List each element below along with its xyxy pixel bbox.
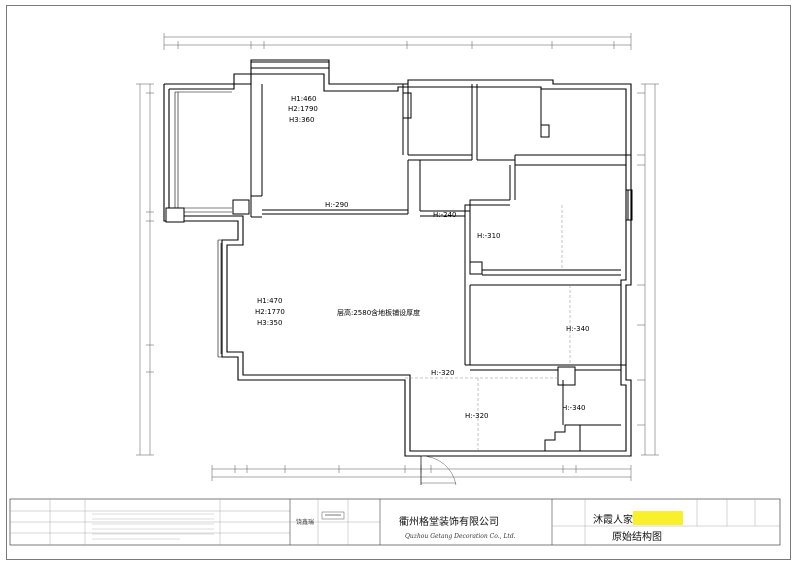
north-bedroom-h2: H2:1790 <box>288 105 318 113</box>
right-dimension-lines <box>637 83 659 456</box>
living-h3: H3:350 <box>257 319 282 327</box>
north-bedroom-h1: H1:460 <box>291 95 316 103</box>
dashed-lines <box>405 205 571 451</box>
project-name: 沐霞人家 <box>593 513 633 526</box>
top-dimension-lines <box>163 33 632 50</box>
south-rooms <box>420 380 621 486</box>
level-h240: H:-240 <box>433 211 457 219</box>
floor-height-note: 层高:2580含地板铺设厚度 <box>337 308 420 317</box>
level-h320-a: H:-320 <box>431 369 455 377</box>
north-bedroom <box>232 61 408 218</box>
level-h320-b: H:-320 <box>465 412 489 420</box>
page-frame <box>6 5 791 560</box>
company-name-en: Quzhou Getang Decoration Co., Ltd. <box>405 533 516 540</box>
nw-balcony <box>165 91 232 223</box>
company-logo <box>321 511 345 520</box>
living-h1: H1:470 <box>257 297 282 305</box>
north-small-room <box>402 84 478 214</box>
drawing-name: 原始结构图 <box>612 530 662 543</box>
north-bedroom-h3: H3:360 <box>289 116 314 124</box>
bottom-dimension-lines <box>211 465 632 484</box>
designer-name: 饶鑫瑞 <box>296 518 314 526</box>
east-rooms <box>405 199 626 386</box>
project-highlight <box>633 511 683 525</box>
level-h340-b: H:-340 <box>562 404 586 412</box>
level-h340-a: H:-340 <box>566 325 590 333</box>
company-name-cn: 衢州格堂装饰有限公司 <box>399 515 499 528</box>
left-dimension-lines <box>136 83 154 456</box>
title-block: 饶鑫瑞 衢州格堂装饰有限公司 Quzhou Getang Decoration … <box>9 498 781 546</box>
exterior-walls <box>163 59 632 457</box>
ne-room <box>477 89 633 221</box>
west-bay-window <box>217 239 238 358</box>
living-h2: H2:1770 <box>255 308 285 316</box>
room-labels: H1:460 H2:1790 H3:360 H1:470 H2:1770 H3:… <box>255 95 590 420</box>
level-h310: H:-310 <box>477 232 501 240</box>
level-h290: H:-290 <box>325 201 349 209</box>
